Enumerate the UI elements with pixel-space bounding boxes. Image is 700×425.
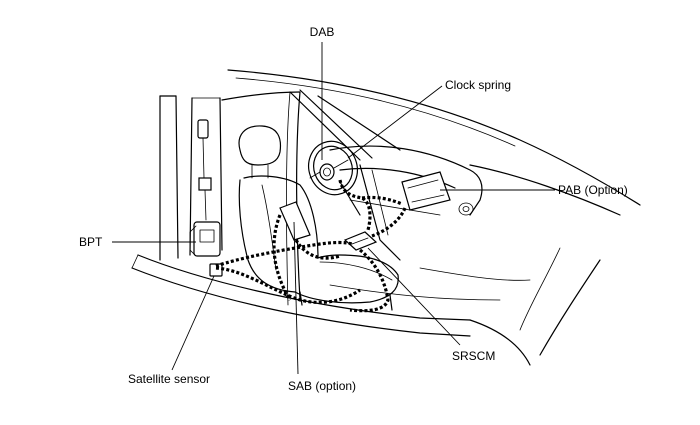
label-satellite-sensor: Satellite sensor [128, 372, 210, 386]
leader-clock-spring [347, 85, 443, 159]
label-dab: DAB [310, 25, 335, 39]
vehicle-body [131, 69, 641, 366]
pab-module [401, 171, 451, 211]
leader-sab [293, 221, 299, 375]
label-srscm: SRSCM [452, 349, 495, 363]
label-clock-spring: Clock spring [445, 78, 511, 92]
leader-lines [112, 42, 555, 375]
leader-srscm [367, 247, 461, 346]
label-bpt: BPT [79, 235, 103, 249]
steering-wheel [308, 140, 361, 216]
leader-satellite-sensor [171, 275, 215, 371]
driver-seat [238, 125, 399, 311]
label-sab: SAB (option) [288, 379, 356, 393]
srscm-unit [343, 231, 378, 251]
label-pab: PAB (Option) [558, 183, 628, 197]
callout-labels: DAB Clock spring PAB (Option) BPT SRSCM … [79, 25, 628, 393]
wiring-harness [215, 179, 407, 313]
belt-pretensioner [189, 119, 221, 257]
